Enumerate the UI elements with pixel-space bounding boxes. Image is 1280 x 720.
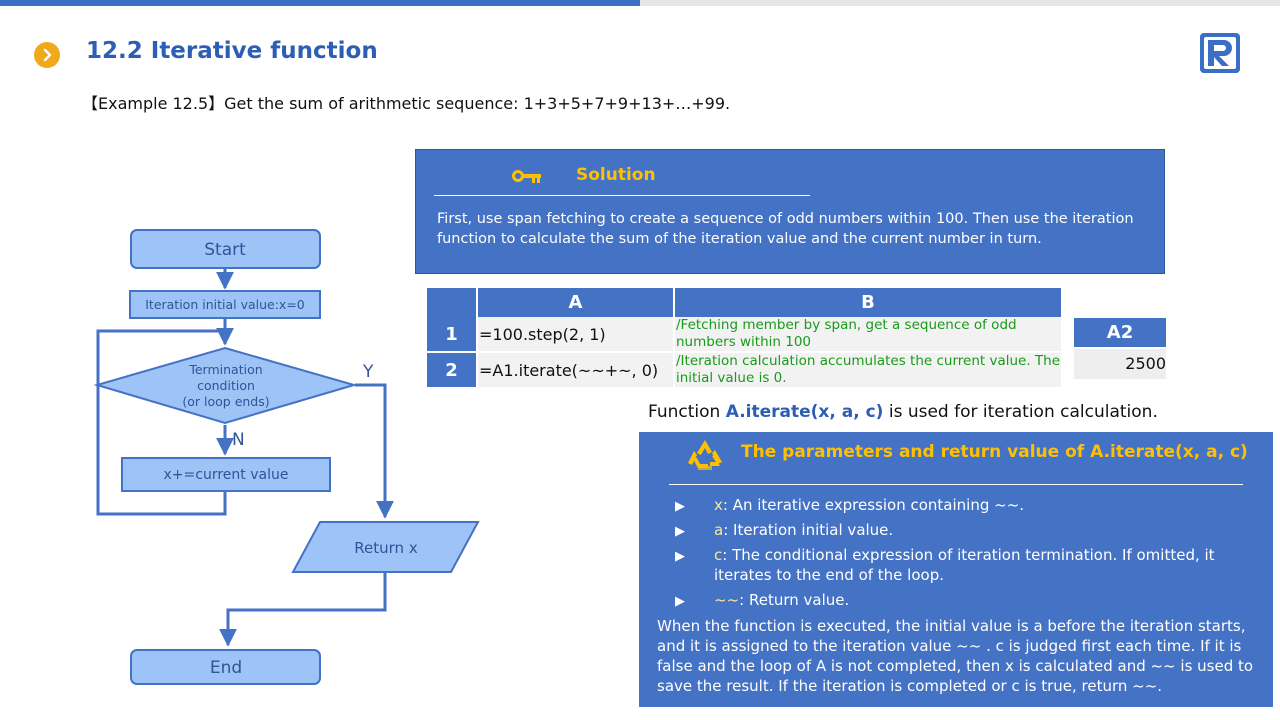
key-icon — [512, 170, 541, 183]
solution-divider — [434, 195, 810, 196]
solution-title: Solution — [576, 165, 656, 185]
flow-condition-line2: condition — [197, 378, 255, 393]
flow-return-label: Return x — [354, 539, 418, 557]
triangle-bullet-icon: ▶ — [675, 549, 685, 564]
cell-a2[interactable]: =A1.iterate(~~+~, 0) — [477, 352, 675, 389]
list-item: ▶ a: Iteration initial value. — [675, 520, 1255, 540]
flow-step — [121, 457, 331, 492]
param-key: x — [714, 496, 723, 514]
flow-step-label: x+=current value — [164, 467, 289, 483]
flow-no-label: N — [232, 430, 245, 450]
function-note-suffix: is used for iteration calculation. — [883, 402, 1158, 422]
list-item: ▶ c: The conditional expression of itera… — [675, 545, 1255, 585]
table-row: 1 =100.step(2, 1) /Fetching member by sp… — [427, 317, 1061, 353]
param-key: c — [714, 546, 723, 564]
code-table: A B 1 =100.step(2, 1) /Fetching member b… — [427, 288, 1061, 389]
flow-yes-label: Y — [362, 362, 374, 382]
param-text: : Return value. — [739, 591, 850, 609]
function-note-name: A.iterate(x, a, c) — [725, 402, 884, 422]
column-header-b: B — [674, 288, 1061, 317]
cell-b1[interactable]: /Fetching member by span, get a sequence… — [674, 317, 1061, 353]
recycle-icon — [688, 440, 722, 470]
solution-box: Solution First, use span fetching to cre… — [415, 149, 1165, 274]
row-number: 1 — [427, 317, 478, 353]
code-table-header: A B — [427, 288, 1061, 317]
flow-start-label: Start — [204, 240, 246, 260]
triangle-bullet-icon: ▶ — [675, 499, 685, 514]
table-row: 2 =A1.iterate(~~+~, 0) /Iteration calcul… — [427, 352, 1061, 389]
example-statement: 【Example 12.5】Get the sum of arithmetic … — [82, 94, 731, 113]
solution-text: First, use span fetching to create a seq… — [437, 211, 1134, 247]
logo-r-icon — [1200, 33, 1240, 73]
function-note: Function A.iterate(x, a, c) is used for … — [648, 402, 1158, 422]
top-accent-bar — [0, 0, 640, 6]
top-gray-bar — [640, 0, 1280, 6]
param-text: : An iterative expression containing ~~. — [722, 496, 1025, 514]
list-item: ▶ x: An iterative expression containing … — [675, 495, 1255, 515]
flow-connectors — [96, 268, 394, 647]
flow-condition-line1: Termination — [188, 362, 262, 377]
flow-condition-line3: (or loop ends) — [182, 394, 269, 409]
flow-init-label: Iteration initial value:x=0 — [145, 297, 305, 312]
flow-end — [130, 649, 321, 685]
chevron-right-icon — [34, 42, 60, 68]
triangle-bullet-icon: ▶ — [675, 524, 685, 539]
cell-b2[interactable]: /Iteration calculation accumulates the c… — [674, 352, 1061, 389]
flow-condition — [93, 346, 358, 425]
code-table-corner — [427, 288, 478, 317]
param-key: a — [714, 521, 724, 539]
list-item: ▶ ~~: Return value. — [675, 590, 1255, 610]
flow-start — [130, 229, 321, 269]
triangle-bullet-icon: ▶ — [675, 594, 685, 609]
flow-return — [291, 521, 480, 573]
flow-end-label: End — [210, 658, 242, 678]
parameters-divider — [669, 484, 1243, 485]
flow-init — [129, 290, 321, 319]
row-number: 2 — [427, 352, 478, 389]
parameters-title: The parameters and return value of A.ite… — [741, 442, 1248, 462]
column-header-a: A — [477, 288, 675, 317]
parameters-description: When the function is executed, the initi… — [657, 617, 1254, 695]
function-note-prefix: Function — [648, 402, 726, 422]
result-header: A2 — [1074, 318, 1166, 347]
cell-a1[interactable]: =100.step(2, 1) — [477, 317, 675, 353]
page-title: 12.2 Iterative function — [86, 38, 378, 64]
param-text: : Iteration initial value. — [723, 521, 894, 539]
result-value[interactable]: 2500 — [1074, 349, 1166, 379]
param-text: : The conditional expression of iteratio… — [714, 546, 1215, 584]
param-key: ~~ — [714, 591, 740, 609]
parameters-box: The parameters and return value of A.ite… — [639, 432, 1273, 707]
